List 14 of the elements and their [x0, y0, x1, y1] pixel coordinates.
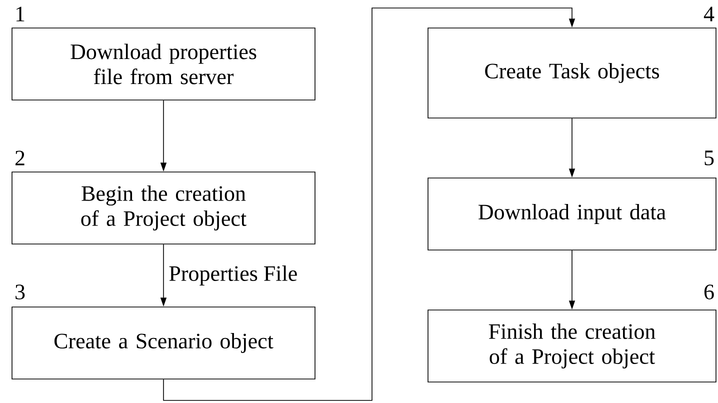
process-box: Create a Scenario object: [12, 306, 316, 380]
process-box: Create Task objects: [428, 28, 716, 118]
process-box: Finish the creation of a Project object: [428, 310, 716, 382]
edge-label: Properties File: [169, 266, 297, 286]
step-number: 4: [704, 6, 714, 22]
step-number: 2: [15, 150, 24, 166]
process-box: Download input data: [428, 178, 716, 250]
step-number: 3: [16, 284, 25, 300]
process-box: Begin the creation of a Project object: [12, 172, 316, 244]
process-box: Download properties file from server: [12, 28, 316, 100]
step-number: 6: [704, 284, 714, 300]
step-number: 1: [16, 6, 24, 22]
arrow: [163, 8, 576, 401]
step-number: 5: [704, 150, 714, 166]
